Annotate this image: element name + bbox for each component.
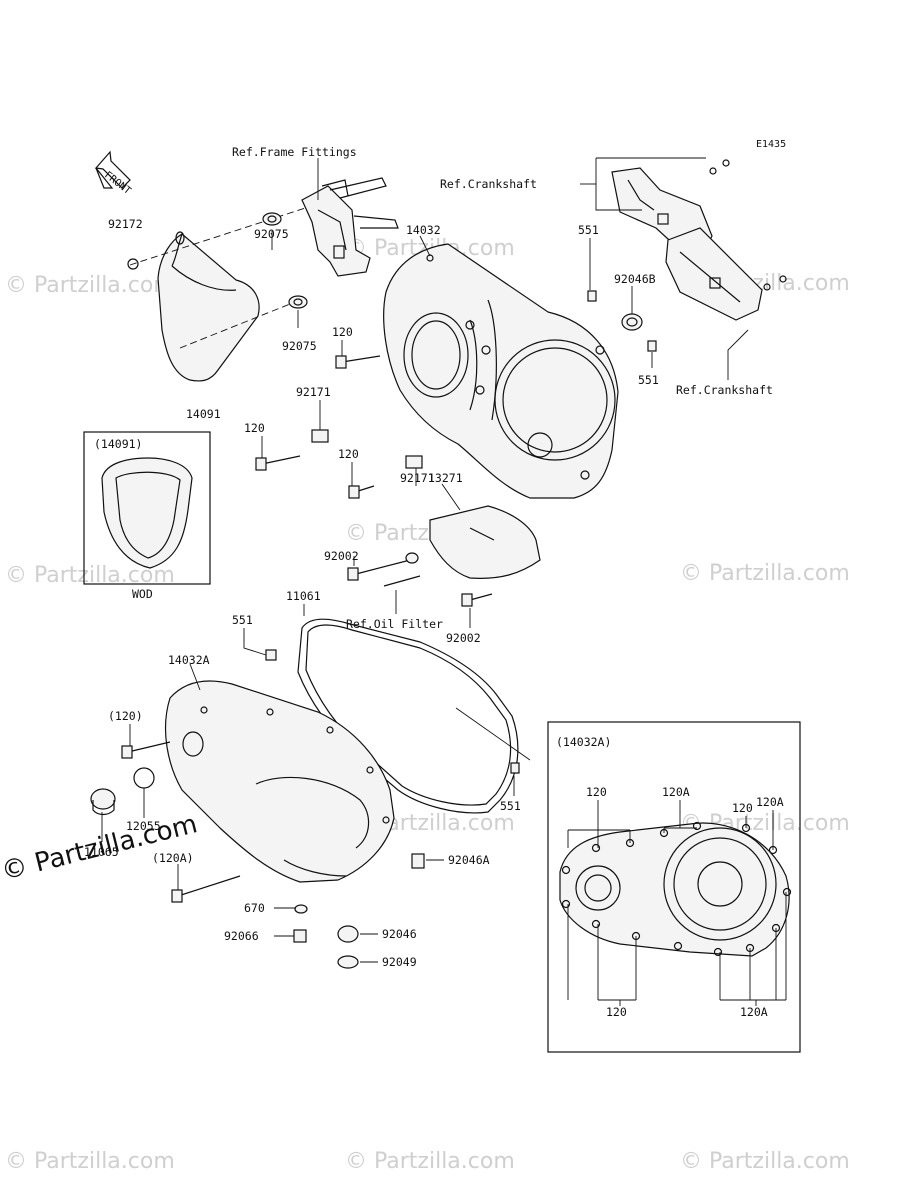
inset-label-120-bottom: 120 <box>606 1005 627 1019</box>
watermark-1: © Partzilla.com <box>5 273 175 298</box>
label-13271: 13271 <box>428 471 463 485</box>
label-92171-a: 92171 <box>296 385 331 399</box>
front-arrow-icon: FRONT <box>94 150 133 197</box>
label-551-c: 551 <box>232 613 253 627</box>
label-11061: 11061 <box>286 589 321 603</box>
watermark-9: © Partzilla.com <box>5 1149 175 1174</box>
label-92046A: 92046A <box>448 853 490 867</box>
inset-label-120A-tm: 120A <box>662 785 690 799</box>
part-92172-bolt <box>127 258 139 270</box>
label-120-b: 120 <box>244 421 265 435</box>
part-120-bolt-paren <box>121 741 171 759</box>
label-120-a: 120 <box>332 325 353 339</box>
watermark-6: © Partzilla.com <box>680 561 850 586</box>
part-92075-washers <box>262 212 308 309</box>
part-13271-plate <box>429 505 541 579</box>
inset-14032A: (14032A) 120 120A 120 120A 120 120A <box>547 721 801 1053</box>
inset-label-120-tl: 120 <box>586 785 607 799</box>
part-14032A-outer-cover <box>164 680 395 883</box>
crankshaft-lower-bracket <box>665 227 787 321</box>
watermark-11: © Partzilla.com <box>680 1149 850 1174</box>
label-120-paren: (120) <box>108 709 143 723</box>
part-12055-oring <box>133 767 155 789</box>
front-label: FRONT <box>102 170 132 197</box>
label-92171-b: 92171 <box>400 471 435 485</box>
label-92049: 92049 <box>382 955 417 969</box>
bolts-upper <box>255 355 423 499</box>
label-92066: 92066 <box>224 929 259 943</box>
oil-filter-pipe <box>347 552 493 607</box>
label-92046: 92046 <box>382 927 417 941</box>
label-92075-a: 92075 <box>254 227 289 241</box>
part-120A-long-bolt <box>171 875 241 903</box>
label-120A-paren: (120A) <box>152 851 194 865</box>
inset-wod: (14091) WOD <box>83 431 211 601</box>
label-92002-b: 92002 <box>446 631 481 645</box>
inset-cover-title: (14032A) <box>556 735 611 749</box>
label-551-a: 551 <box>578 223 599 237</box>
label-92002-a: 92002 <box>324 549 359 563</box>
label-92046B: 92046B <box>614 272 656 286</box>
label-92075-b: 92075 <box>282 339 317 353</box>
label-670: 670 <box>244 901 265 915</box>
label-11065: 11065 <box>84 845 119 859</box>
part-92046B-bearing <box>621 313 643 331</box>
label-ref-frame-fittings: Ref.Frame Fittings <box>232 145 357 159</box>
label-14032: 14032 <box>406 223 441 237</box>
label-551-d: 551 <box>500 799 521 813</box>
inset-label-120A-tr: 120A <box>756 795 784 809</box>
label-12055: 12055 <box>126 819 161 833</box>
label-ref-crankshaft-right: Ref.Crankshaft <box>676 383 773 397</box>
frame-fitting-bracket <box>301 177 399 277</box>
inset-label-120-tr: 120 <box>732 801 753 815</box>
diagram-code: E1435 <box>756 139 786 150</box>
inset-wod-title: (14091) <box>94 437 142 451</box>
watermark-10: © Partzilla.com <box>345 1149 515 1174</box>
label-120-c: 120 <box>338 447 359 461</box>
part-labels: Ref.Frame Fittings Ref.Crankshaft Ref.Cr… <box>84 145 773 969</box>
label-14091: 14091 <box>186 407 221 421</box>
label-92172: 92172 <box>108 217 143 231</box>
label-ref-crankshaft-top: Ref.Crankshaft <box>440 177 537 191</box>
label-14032A: 14032A <box>168 653 210 667</box>
inset-label-120A-bottom: 120A <box>740 1005 768 1019</box>
label-ref-oil-filter: Ref.Oil Filter <box>346 617 443 631</box>
leader-lines <box>101 157 749 963</box>
label-551-b: 551 <box>638 373 659 387</box>
part-551-dowels-upper <box>587 290 657 352</box>
crankshaft-upper-bracket <box>611 159 730 253</box>
part-14032-inner-cover <box>383 243 619 499</box>
inset-wod-caption: WOD <box>132 587 153 601</box>
part-14091-cover <box>129 199 331 382</box>
part-11065-cap <box>90 788 116 816</box>
